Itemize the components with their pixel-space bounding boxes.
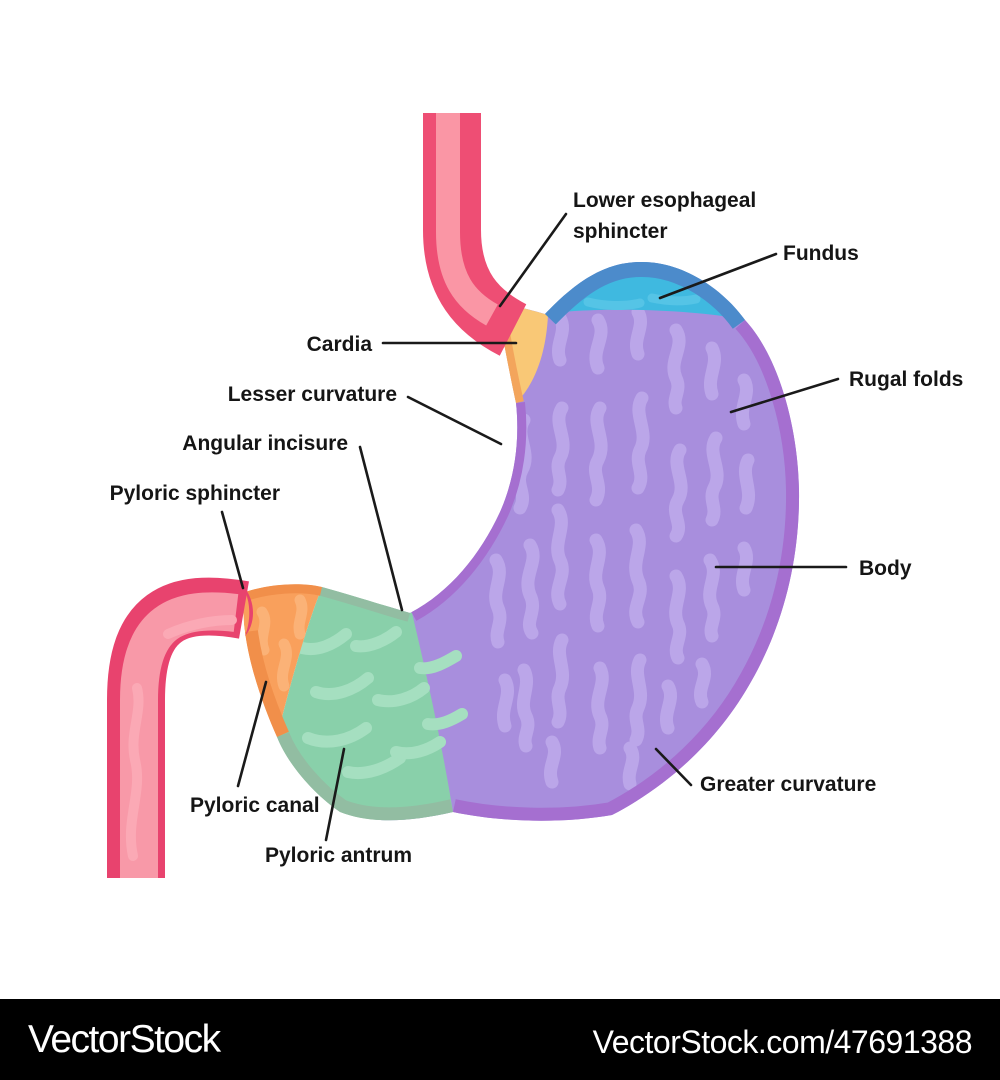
watermark-url: VectorStock.com/47691388 xyxy=(592,1024,973,1060)
label-body: Body xyxy=(859,557,912,580)
esophagus-inner-wall xyxy=(436,113,499,326)
duodenum xyxy=(107,577,254,878)
label-cardia: Cardia xyxy=(306,333,372,356)
duodenum-inner-wall xyxy=(120,592,239,878)
leader-lines xyxy=(220,212,848,842)
esophagus xyxy=(423,113,527,356)
canal-rim-bottom xyxy=(243,630,289,743)
leader-pyloric-antrum xyxy=(324,747,346,842)
leader-lower-esophageal-sphincter xyxy=(498,212,568,308)
label-lesser-curvature: Lesser curvature xyxy=(227,383,397,406)
label-fundus: Fundus xyxy=(783,242,859,265)
leader-pyloric-sphincter xyxy=(220,510,245,590)
canal-folds xyxy=(256,594,308,692)
antrum-folds xyxy=(296,626,468,779)
leader-angular-incisure xyxy=(358,445,404,612)
label-pyloric-antrum: Pyloric antrum xyxy=(265,844,413,867)
leader-fundus xyxy=(658,252,778,300)
label-greater-curvature: Greater curvature xyxy=(700,773,877,796)
fundus-folds xyxy=(583,293,701,310)
watermark-bar: VectorStock VectorStock.com/47691388 xyxy=(0,999,1000,1080)
leader-rugal-folds xyxy=(729,377,840,414)
label-pyloric-sphincter: Pyloric sphincter xyxy=(109,482,280,505)
canal-rim-top xyxy=(243,575,324,601)
label-rugal-folds: Rugal folds xyxy=(849,368,964,391)
antrum-rim-bottom xyxy=(264,731,456,821)
body-rugal-folds xyxy=(477,305,756,791)
label-lower-esophageal-sphincter: Lower esophageal sphincter xyxy=(573,189,757,243)
fundus-rim xyxy=(534,261,758,330)
duodenum-folds xyxy=(125,615,237,861)
watermark-logo: VectorStock xyxy=(28,1017,221,1061)
label-pyloric-canal: Pyloric canal xyxy=(190,794,320,817)
leader-pyloric-canal xyxy=(236,680,268,788)
leader-greater-curvature xyxy=(654,747,693,787)
label-angular-incisure: Angular incisure xyxy=(182,432,348,455)
pyloric-sphincter-notch xyxy=(243,586,254,636)
leader-lesser-curvature xyxy=(406,395,503,446)
